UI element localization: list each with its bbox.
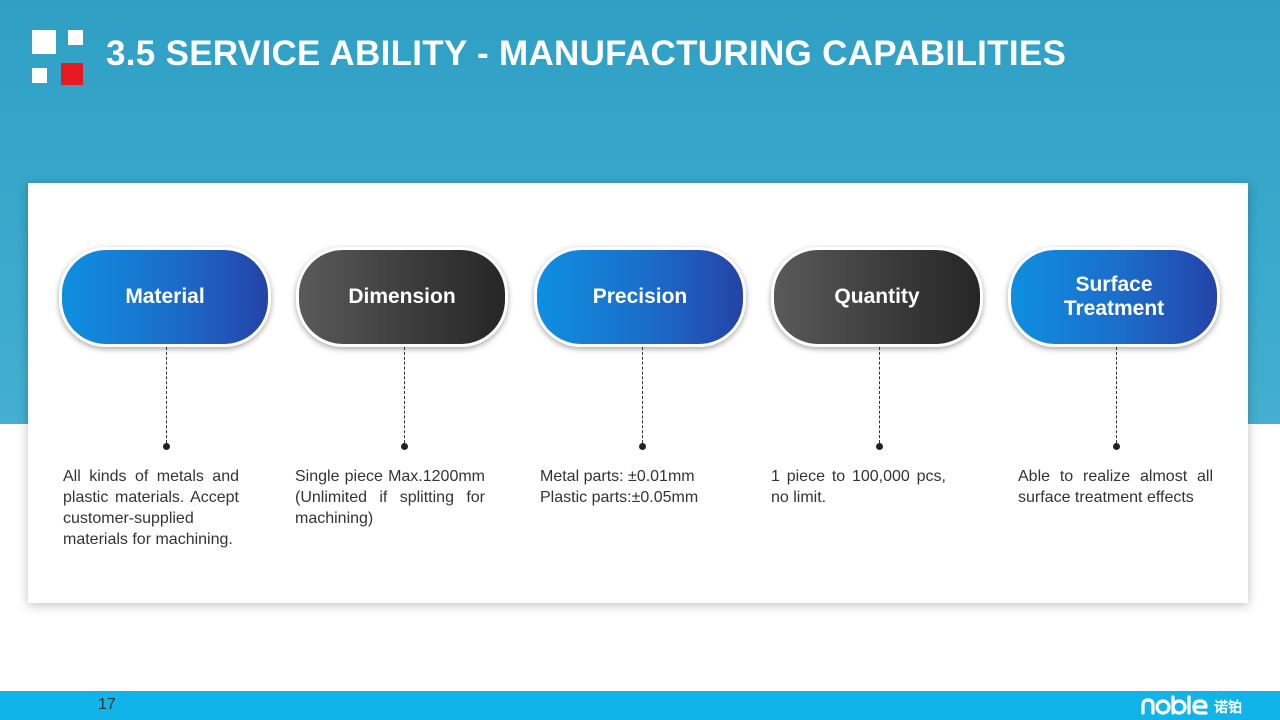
- svg-text:诺铂: 诺铂: [1214, 699, 1242, 716]
- page-number: 17: [98, 696, 116, 713]
- capability-pill-dimension: Dimension: [296, 247, 508, 347]
- capability-description-dimension: Single piece Max.1200mm (Unlimited if sp…: [295, 468, 485, 527]
- capability-pill-precision: Precision: [534, 247, 746, 347]
- connector-line: [404, 347, 405, 443]
- connector-line: [1116, 347, 1117, 443]
- capability-pill-quantity: Quantity: [771, 247, 983, 347]
- connector-dot: [1113, 443, 1120, 450]
- capability-label: Surface Treatment: [1063, 273, 1165, 320]
- connector-dot: [876, 443, 883, 450]
- connector-dot: [401, 443, 408, 450]
- capability-label: Material: [125, 285, 205, 308]
- connector-dot: [639, 443, 646, 450]
- section-logo-icon: [32, 30, 84, 86]
- footer-bar: [0, 691, 1280, 720]
- capability-description-material: All kinds of metals and plastic material…: [63, 468, 239, 548]
- capability-label: Precision: [592, 285, 688, 308]
- capability-label: Quantity: [834, 285, 920, 308]
- page-title: 3.5 SERVICE ABILITY - MANUFACTURING CAPA…: [106, 34, 1067, 73]
- connector-line: [166, 347, 167, 443]
- noble-brand-logo-icon: 诺铂: [1141, 695, 1242, 716]
- capability-pill-surface-treatment: Surface Treatment: [1008, 247, 1220, 347]
- connector-line: [879, 347, 880, 443]
- connector-dot: [163, 443, 170, 450]
- connector-line: [642, 347, 643, 443]
- capability-description-surface-treatment: Able to realize almost all surface treat…: [1018, 468, 1213, 506]
- capability-label: Dimension: [348, 285, 456, 308]
- capability-description-quantity: 1 piece to 100,000 pcs, no limit.: [771, 468, 946, 506]
- capability-description-precision: Metal parts: ±0.01mm Plastic parts:±0.05…: [540, 468, 699, 506]
- capability-pill-material: Material: [59, 247, 271, 347]
